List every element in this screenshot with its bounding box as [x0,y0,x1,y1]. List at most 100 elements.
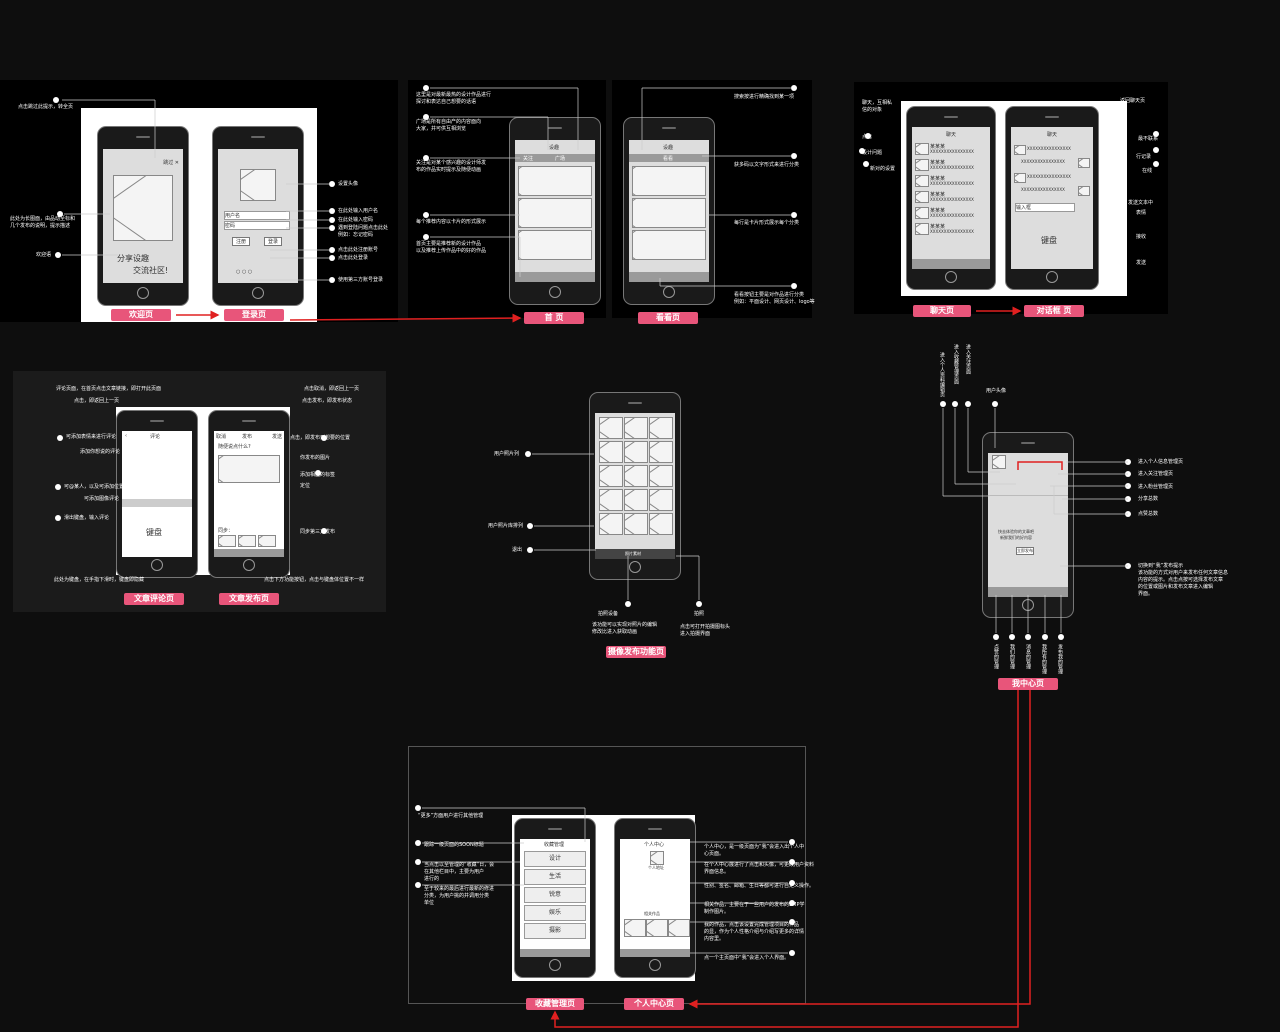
login-note-2: 在此处输入用户名 [338,208,379,214]
login-note-4: 遇到登陆问题点击此处 例如：忘记密码 [338,225,389,238]
collect-item-photo[interactable]: 摄影 [524,923,586,939]
phone-watch: 设趣 看看 [623,117,715,305]
publish-bottom-nav[interactable] [214,549,284,557]
watch-tab[interactable]: 看看 [663,156,674,162]
tag-comment: 文章评论页 [124,593,184,605]
me-avatar[interactable] [992,455,1006,469]
comment-note-r-3: 点击，即发布到想要的位置 [290,435,351,441]
me-right-note-1: 进入个人信息管理页 [1138,459,1184,465]
chat-note-r-4: 在线 [1142,168,1153,174]
login-note-1: 设置头像 [338,181,359,187]
third-party-icons[interactable]: ○ ○ ○ [236,269,253,275]
chat-title: 聊天 [946,132,957,138]
tag-welcome: 欢迎页 [111,309,171,321]
personal-avatar[interactable] [650,851,664,865]
comment-keyboard: 键盘 [146,528,162,537]
publish-input[interactable]: 随便说点什么? [218,444,251,450]
chat-note-r-1: 返回聊天页 [1120,98,1146,104]
dialog-input[interactable]: 输入框 [1015,203,1075,212]
phone-camera: 照片素材 [589,392,681,580]
phone-personal: 个人中心 个人地址 相关作品 [614,818,696,978]
camera-note-1: 用户照片列 [494,451,520,457]
me-publish-button[interactable]: 立即发布 [1016,547,1034,555]
watch-title: 设趣 [663,145,674,151]
personal-note-4: 相关作品，主要在于一些用户的发布的SMP学 制作图片。 [704,902,805,915]
home-note-1: 这里是对最新最热的设计作品进行 探讨和表达自己想要的话语 [416,92,492,105]
home-bottom-nav[interactable] [515,272,595,282]
camera-note-3: 退出 [512,547,523,553]
comment-back-icon[interactable]: ‹ [125,433,127,439]
collect-item-life[interactable]: 生活 [524,869,586,885]
home-note-2: 广场是所有自由产的内容面向 大家，并可供互相浏览 [416,119,482,132]
camera-note-2: 用户照片库排列 [488,523,524,529]
chat-note-r-5: 发送文本中 [1128,200,1154,206]
chat-bottom-nav[interactable] [912,259,990,269]
me-bottom-note-4: 我所有的管理 [1041,644,1047,674]
welcome-note-3: 欢迎语 [36,252,52,258]
register-button[interactable]: 注册 [232,237,251,246]
publish-sync-label: 同步： [218,528,234,534]
comment-title: 评论 [150,434,161,440]
me-top-note-1: 进入个人资料编辑页 [939,352,945,397]
collect-item-sharp[interactable]: 锐意 [524,887,586,903]
comment-note-r-1: 点击取消，即返回上一页 [304,386,360,392]
chat-note-r-2: 最不联系 [1138,136,1159,142]
comment-note-l-7: 滑出键盘，输入评论 [64,515,110,521]
collect-bottom-nav[interactable] [520,949,590,957]
home-tabbar [515,154,595,162]
watch-categorybar [629,154,709,162]
watch-note-1: 搜索按进行精确找到某一项 [734,94,795,100]
chat-note-l-3: 设计问题 [862,150,883,156]
phone-comment: ‹ 评论 键盘 [116,410,198,578]
home-tab-square[interactable]: 广场 [555,156,566,162]
personal-bottom-nav[interactable] [620,949,690,957]
avatar-placeholder [240,169,276,201]
watch-note-3: 每行是卡片形式展示每个分类 [734,220,800,226]
login-note-6: 点击此处登录 [338,255,369,261]
personal-note-3: 性别、签名、邮箱、生日等都可进行自定义操作。 [704,883,815,889]
password-field[interactable]: 密码 [224,221,290,230]
watch-bottom-nav[interactable] [629,272,709,282]
chat-note-r-8: 发送 [1136,260,1147,266]
comment-note-r-2: 点击发布，即发布状态 [302,398,353,404]
me-bottom-nav[interactable] [988,587,1068,597]
welcome-slogan-1: 分享设趣 [117,254,149,263]
collect-item-design[interactable]: 设计 [524,851,586,867]
tag-watch: 看看页 [638,312,698,324]
phone-dialog: 聊天 XXXXXXXXXXXXXXXX XXXXXXXXXXXXXXXX XXX… [1005,106,1099,290]
login-note-3: 在此处输入密码 [338,217,374,223]
panel-collect [408,746,806,1004]
dialog-keyboard: 键盘 [1041,236,1057,245]
home-tab-follow[interactable]: 关注 [523,156,534,162]
phone-publish: 取消 发布 发送 随便说点什么? 同步： [208,410,290,578]
me-top-note-2: 进入收藏管理页面 [953,344,959,384]
collect-title: 收藏管理 [544,842,565,848]
publish-cancel-button[interactable]: 取消 [216,434,227,440]
chat-note-r-7: 接收 [1136,234,1147,240]
tag-home: 首 页 [524,312,584,324]
me-right-note-3: 进入粉丝管理页 [1138,484,1174,490]
comment-note-l-3: 可添加表情来进行评论 [66,434,117,440]
phone-home: 设趣 关注 广场 [509,117,601,305]
me-right-note-2: 进入关注管理页 [1138,471,1174,477]
personal-title: 个人中心 [644,842,665,848]
chat-note-r-6: 表情 [1136,210,1147,216]
camera-note-5: 拍照 [694,611,705,617]
home-note-4: 每个推荐内容以卡片的形式展示 [416,219,487,225]
skip-button[interactable]: 跳过 ✕ [163,160,179,166]
signin-button[interactable]: 登录 [264,237,283,246]
personal-note-1: 个人中心，是一级页面为“我”会进入出个人中 心页面。 [704,844,805,857]
camera-note-4: 拍照设备 [598,611,619,617]
chat-note-r-3: 行记录 [1136,154,1152,160]
arrow-me-personal [688,690,1031,1009]
publish-send-button[interactable]: 发送 [271,434,282,440]
username-field[interactable]: 用户名 [224,211,290,220]
collect-note-4: 至于较来的最后进行最新的修进 分类，为用户挑的并调用分类 单位 [424,886,495,906]
comment-note-r-8: 点击下方功能按钮，点击与键盘体位置不一样 [264,577,365,583]
collect-item-fun[interactable]: 娱乐 [524,905,586,921]
me-right-note-5: 点赞总数 [1138,511,1159,517]
me-bottom-note-1: 点赞的管理 [993,644,999,669]
camera-note-7: 点击可打开拍摄图标头 进入拍摄界面 [680,624,731,637]
